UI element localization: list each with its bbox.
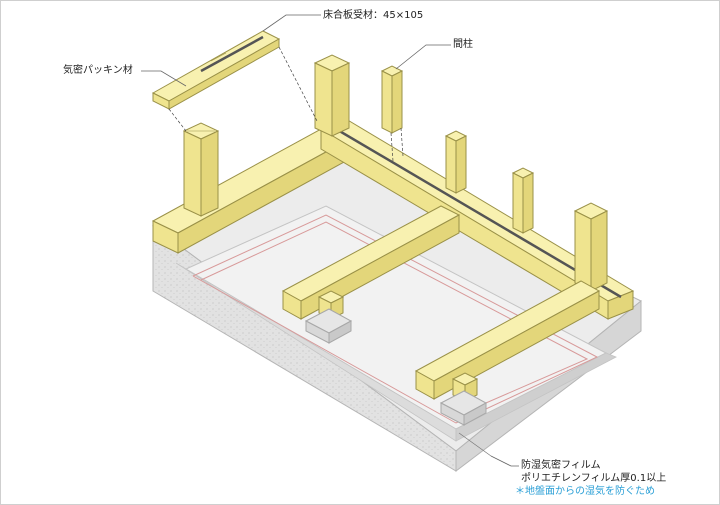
corner-post-right — [573, 202, 609, 292]
vapor-barrier-film — [192, 214, 599, 457]
corner-post-left — [182, 122, 220, 217]
intermediate-post-1 — [380, 65, 404, 134]
floor-joist-support-member — [151, 30, 281, 110]
intermediate-post-label: 間柱 — [453, 39, 473, 50]
floor-beam-2 — [414, 280, 601, 400]
intermediate-post-2 — [444, 130, 468, 194]
leader-lines — [141, 14, 519, 467]
floor-joist-support-label: 床合板受材：45×105 — [323, 10, 424, 21]
airtight-packing-label: 気密パッキン材 — [63, 65, 133, 76]
footing-2 — [439, 390, 488, 426]
foundation-slab — [151, 150, 642, 473]
sill-beam-right — [319, 118, 635, 320]
vapor-film-title: 防湿気密フィルム — [521, 460, 601, 471]
vapor-film-note: ＊地盤面からの湿気を防ぐため — [515, 486, 655, 497]
intermediate-post-3 — [511, 167, 535, 234]
corner-post-center — [313, 54, 351, 137]
projection-lines — [168, 46, 404, 162]
vapor-film-spec: ポリエチレンフィルム厚0.1以上 — [521, 473, 667, 484]
footing-1 — [304, 308, 353, 344]
floor-beam-1 — [281, 205, 461, 320]
